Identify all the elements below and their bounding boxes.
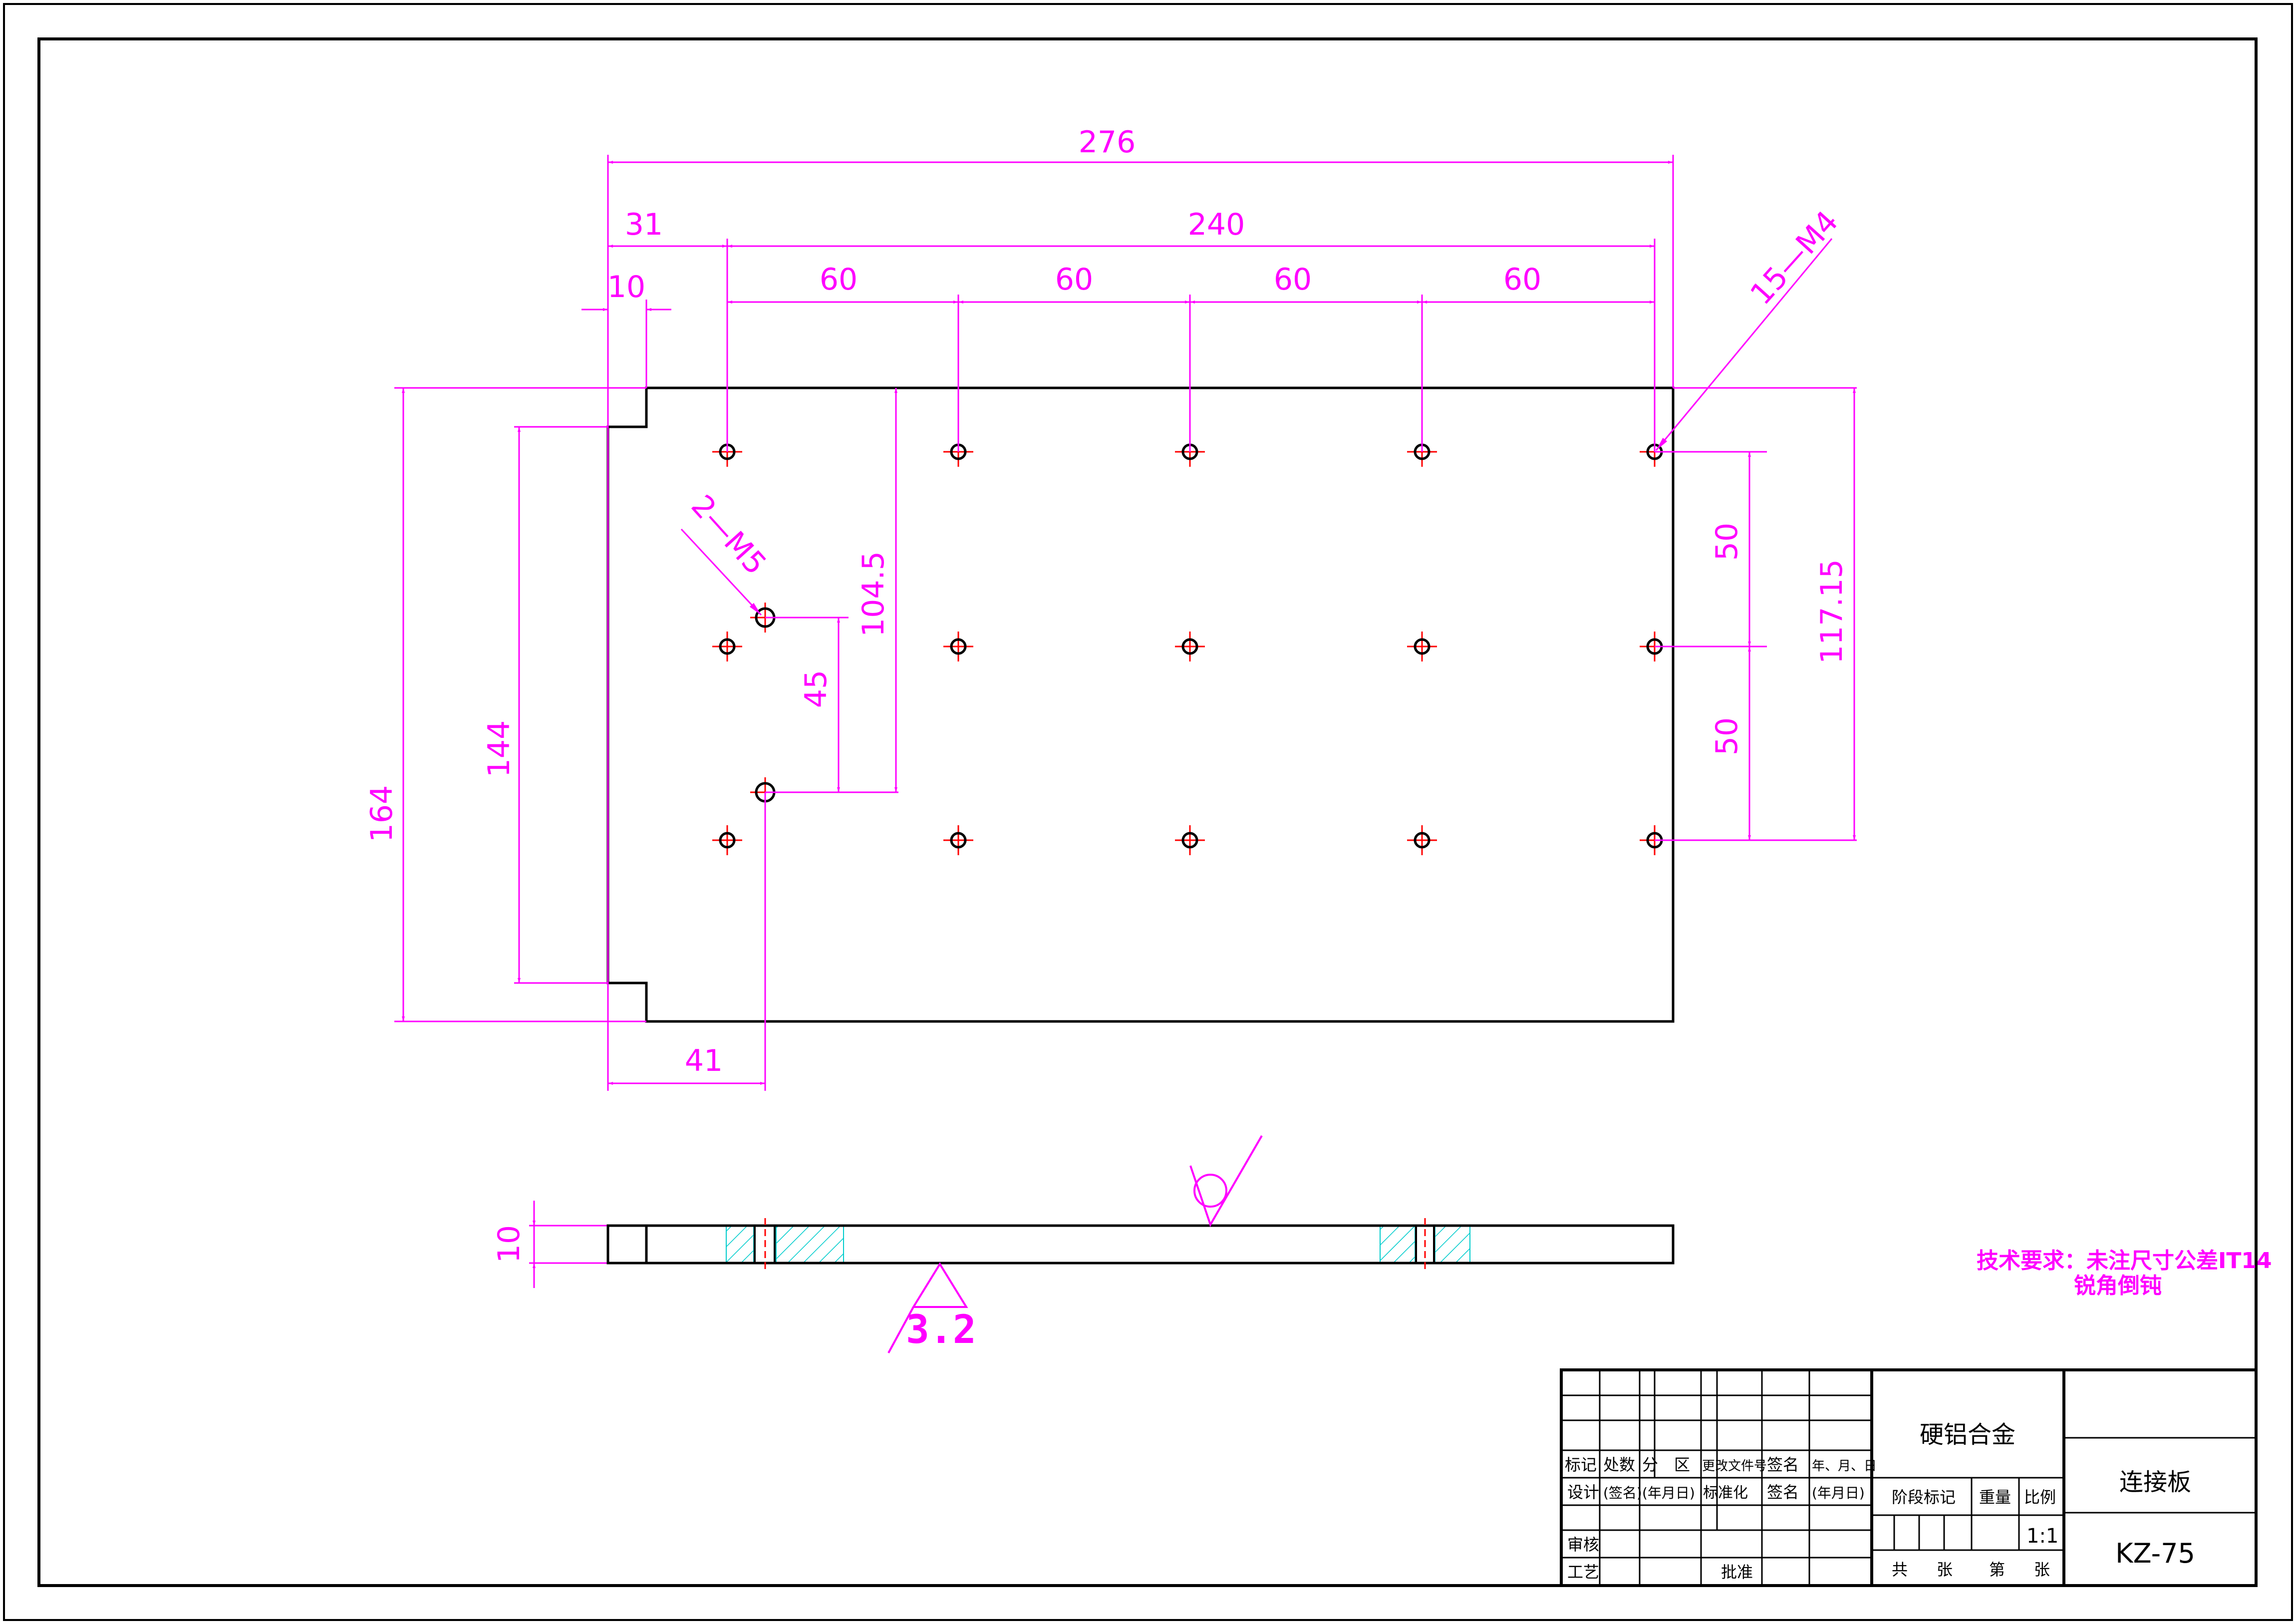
tb-scale: 1:1 [2026,1525,2058,1548]
dim-height: 164 [364,785,399,843]
dim-row-pitch-1: 50 [1710,523,1744,561]
tb-date-placeholder: (年月日) [1642,1485,1695,1501]
dimension-texts: 276 240 31 10 60 60 60 60 41 164 144 104… [364,125,1849,1263]
tech-req-line2: 锐角倒钝 [2074,1273,2162,1299]
dim-overall-length: 276 [1079,125,1136,160]
tb-doc: 更改文件号 [1702,1459,1767,1474]
tb-sheet2: 张 [2034,1560,2050,1579]
tb-stage-mark: 阶段标记 [1892,1488,1956,1507]
tb-part-name: 连接板 [2119,1468,2191,1496]
outer-frame [3,3,2293,1621]
dim-pitch-3: 60 [1274,262,1312,297]
tb-total: 共 [1892,1560,1908,1579]
tb-material: 硬铝合金 [1920,1421,2015,1449]
tb-sign-placeholder: (签名) [1603,1485,1642,1501]
tb-process: 工艺 [1567,1563,1599,1582]
roughness-symbol-bottom [887,1262,968,1353]
hole-m4 [1407,632,1437,661]
dim-pitch-1: 60 [820,262,858,297]
dim-inner-height: 144 [482,720,517,778]
dimension-lines [394,155,1857,1288]
tb-zone: 分 区 [1642,1455,1690,1474]
inner-frame [37,37,2258,1587]
callout-m4-holes: 15—M4 [1743,204,1845,312]
tb-sheets: 张 [1937,1560,1953,1579]
hole-m4 [943,632,973,661]
tb-sign: 签名 [1767,1455,1799,1474]
hole-m4 [1175,825,1205,855]
side-view [606,1218,1675,1271]
title-block [1560,1368,2258,1587]
hole-m4 [712,825,742,855]
tb-page: 第 [1989,1560,2005,1579]
tb-drawing-no: KZ-75 [2115,1538,2195,1569]
tb-count: 处数 [1603,1455,1635,1474]
tb-approve: 批准 [1721,1563,1753,1582]
tb-mark: 标记 [1565,1455,1597,1474]
dim-left-offset: 31 [625,207,663,242]
dim-notch-width: 10 [607,270,645,305]
hole-m4 [712,632,742,661]
dim-right-height: 117.15 [1814,559,1849,664]
dim-row-pitch-2: 50 [1710,717,1744,755]
dim-m5-spacing: 45 [799,670,834,708]
roughness-symbol-top [1189,1135,1263,1227]
hole-m4 [1175,632,1205,661]
dim-m5-offset-x: 41 [685,1043,723,1078]
tb-review: 审核 [1567,1535,1599,1554]
dim-thickness: 10 [492,1225,527,1263]
tb-date: 年、月、日 [1812,1459,1877,1474]
tb-weight: 重量 [1979,1488,2011,1507]
dim-pitch-2: 60 [1055,262,1093,297]
roughness-value: 3.2 [906,1307,976,1352]
tb-date2: (年月日) [1812,1485,1865,1501]
title-block-text: 标记 处数 分 区 更改文件号 签名 年、月、日 设计 (签名) (年月日) 标… [1565,1421,2195,1582]
tb-standardize: 标准化 [1703,1484,1748,1502]
hole-m4 [943,825,973,855]
hole-m4 [1407,825,1437,855]
tech-req-line1: 技术要求：未注尺寸公差IT14 [1977,1248,2272,1274]
dim-m5-offset-y: 104.5 [856,551,891,637]
dim-pitch-4: 60 [1503,262,1541,297]
plate-outline [606,386,1675,1023]
tb-sign2: 签名 [1767,1483,1799,1502]
callout-m5-holes: 2—M5 [684,488,773,582]
dim-hole-span: 240 [1188,207,1245,242]
tb-scale-label: 比例 [2024,1488,2056,1507]
tb-design: 设计 [1567,1483,1599,1502]
